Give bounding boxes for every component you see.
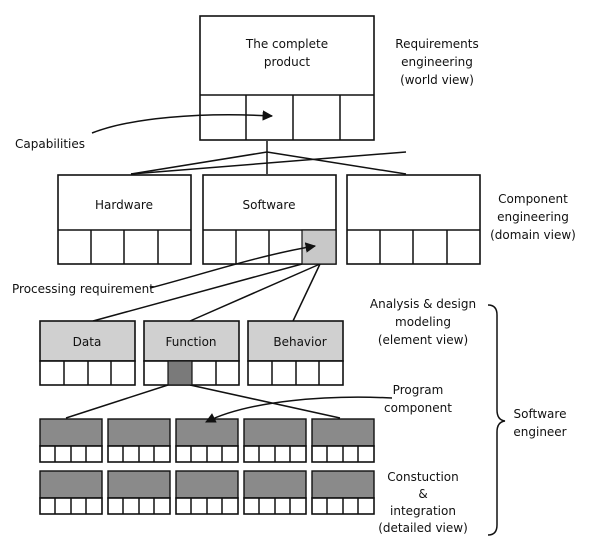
program-component <box>39 470 103 515</box>
program-component <box>243 418 307 463</box>
program-component-arrow <box>205 396 393 423</box>
component-line3: (domain view) <box>490 228 576 242</box>
complete-product-box: The complete product <box>199 15 375 141</box>
program-component <box>311 470 375 515</box>
analysis-view-label: Analysis & design modeling (element view… <box>370 297 476 347</box>
software-engineer-line2: engineer <box>513 425 566 439</box>
component-view-label: Component engineering (domain view) <box>490 192 576 242</box>
component-line2: engineering <box>497 210 569 224</box>
program-component <box>39 418 103 463</box>
connectors <box>65 141 407 419</box>
program-component-row-2 <box>39 470 375 515</box>
data-box: Data <box>39 320 136 386</box>
third-component-box <box>346 174 481 265</box>
software-engineer-line1: Software <box>514 407 567 421</box>
function-label: Function <box>165 335 216 349</box>
processing-requirement-arrow <box>149 242 317 289</box>
software-engineer-label: Software engineer <box>513 407 566 439</box>
complete-product-label-2: product <box>264 55 310 69</box>
capabilities-label: Capabilities <box>15 137 85 151</box>
behavior-label: Behavior <box>273 335 326 349</box>
requirements-line1: Requirements <box>395 37 478 51</box>
hardware-label: Hardware <box>95 198 153 212</box>
program-component <box>175 470 239 515</box>
hardware-box: Hardware <box>57 174 192 265</box>
requirements-view-label: Requirements engineering (world view) <box>395 37 478 87</box>
construction-line4: (detailed view) <box>378 521 468 535</box>
program-component <box>243 470 307 515</box>
construction-line2: & <box>418 487 427 501</box>
program-component <box>107 470 171 515</box>
analysis-line1: Analysis & design <box>370 297 476 311</box>
analysis-line3: (element view) <box>378 333 468 347</box>
program-component-label-2: component <box>384 401 452 415</box>
requirements-line3: (world view) <box>400 73 474 87</box>
complete-product-label-1: The complete <box>245 37 328 51</box>
software-engineer-brace <box>487 304 506 536</box>
software-box: Software <box>202 174 337 265</box>
construction-line1: Constuction <box>387 470 458 484</box>
component-line1: Component <box>498 192 568 206</box>
program-component-row-1 <box>39 418 375 463</box>
program-component-cell <box>167 360 193 386</box>
requirements-line2: engineering <box>401 55 473 69</box>
construction-view-label: Constuction & integration (detailed view… <box>378 470 468 535</box>
data-label: Data <box>73 335 102 349</box>
function-box: Function <box>143 320 240 386</box>
analysis-line2: modeling <box>395 315 451 329</box>
program-component <box>107 418 171 463</box>
behavior-box: Behavior <box>247 320 344 386</box>
program-component-label-1: Program <box>393 383 444 397</box>
construction-line3: integration <box>390 504 456 518</box>
program-component <box>175 418 239 463</box>
capabilities-arrow <box>91 110 274 134</box>
processing-requirement-label: Processing requirement <box>12 282 154 296</box>
software-label: Software <box>243 198 296 212</box>
program-component <box>311 418 375 463</box>
